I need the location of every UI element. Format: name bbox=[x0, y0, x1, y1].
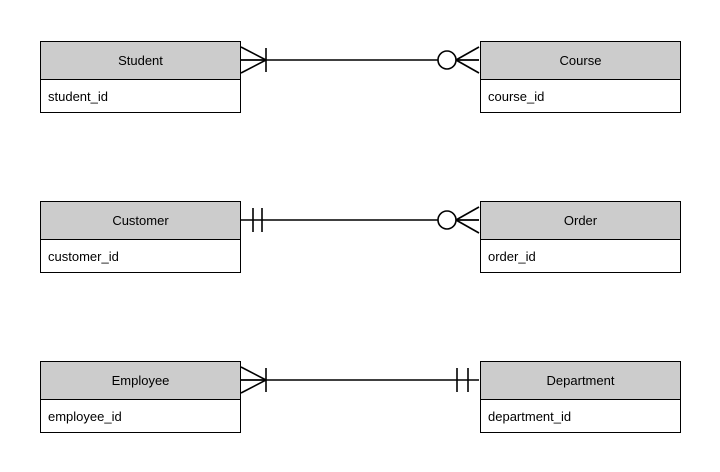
entity-box-department[interactable]: Department department_id bbox=[480, 361, 681, 433]
entity-title-employee: Employee bbox=[41, 362, 240, 400]
entity-attribute-course-id: course_id bbox=[481, 80, 680, 112]
entity-attribute-department-id: department_id bbox=[481, 400, 680, 432]
entity-title-customer: Customer bbox=[41, 202, 240, 240]
cardinality-exactly-one-right bbox=[456, 368, 469, 392]
crowsfoot-icon bbox=[240, 379, 267, 394]
crowsfoot-icon bbox=[240, 59, 267, 74]
connector-student-course bbox=[240, 46, 480, 74]
crowsfoot-icon bbox=[455, 206, 480, 221]
crowsfoot-icon bbox=[240, 46, 267, 61]
entity-box-customer[interactable]: Customer customer_id bbox=[40, 201, 241, 273]
crowsfoot-icon bbox=[455, 46, 480, 61]
connector-employee-department bbox=[240, 366, 479, 394]
entity-title-order: Order bbox=[481, 202, 680, 240]
entity-title-course: Course bbox=[481, 42, 680, 80]
cardinality-exactly-one-left bbox=[252, 208, 263, 232]
cardinality-zero-or-many-right bbox=[437, 46, 480, 74]
cardinality-one-or-many-left bbox=[240, 366, 267, 394]
connector-customer-order bbox=[241, 206, 480, 234]
cardinality-one-or-many-left bbox=[240, 46, 267, 74]
entity-title-department: Department bbox=[481, 362, 680, 400]
entity-attribute-order-id: order_id bbox=[481, 240, 680, 272]
entity-box-employee[interactable]: Employee employee_id bbox=[40, 361, 241, 433]
entity-box-student[interactable]: Student student_id bbox=[40, 41, 241, 113]
crowsfoot-icon bbox=[240, 366, 267, 381]
entity-attribute-student-id: student_id bbox=[41, 80, 240, 112]
crowsfoot-icon bbox=[455, 219, 480, 234]
entity-box-order[interactable]: Order order_id bbox=[480, 201, 681, 273]
entity-attribute-customer-id: customer_id bbox=[41, 240, 240, 272]
zero-circle-icon bbox=[437, 210, 457, 230]
zero-circle-icon bbox=[437, 50, 457, 70]
entity-box-course[interactable]: Course course_id bbox=[480, 41, 681, 113]
crowsfoot-icon bbox=[455, 59, 480, 74]
entity-attribute-employee-id: employee_id bbox=[41, 400, 240, 432]
cardinality-zero-or-many-right bbox=[437, 206, 480, 234]
entity-title-student: Student bbox=[41, 42, 240, 80]
